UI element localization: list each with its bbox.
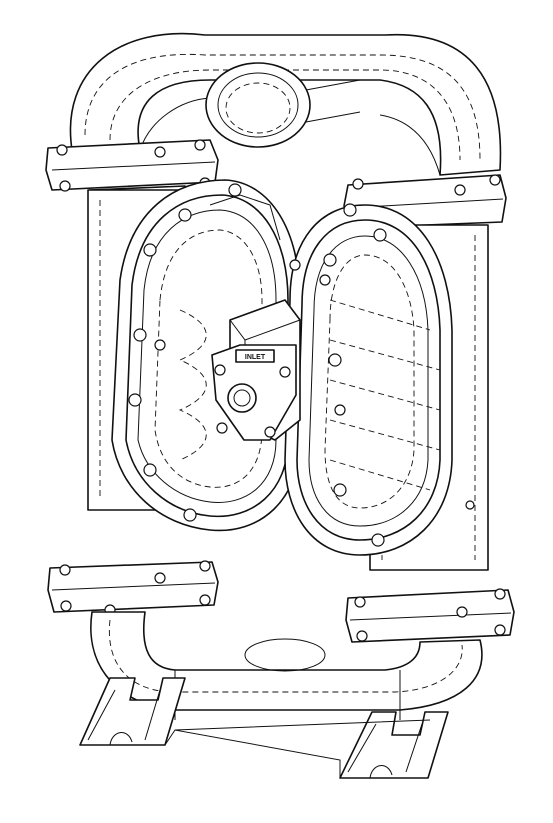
bottom-right-flange — [345, 588, 515, 643]
right-foot — [339, 711, 449, 779]
bottom-left-flange — [47, 560, 219, 616]
right-diaphragm-housing — [284, 203, 453, 556]
inlet-label: INLET — [245, 354, 266, 361]
left-foot — [79, 677, 186, 746]
center-air-block: INLET — [211, 259, 301, 441]
discharge-port — [205, 62, 361, 148]
discharge-manifold — [69, 32, 502, 176]
base-rail — [164, 719, 431, 778]
left-diaphragm-housing — [111, 179, 301, 532]
